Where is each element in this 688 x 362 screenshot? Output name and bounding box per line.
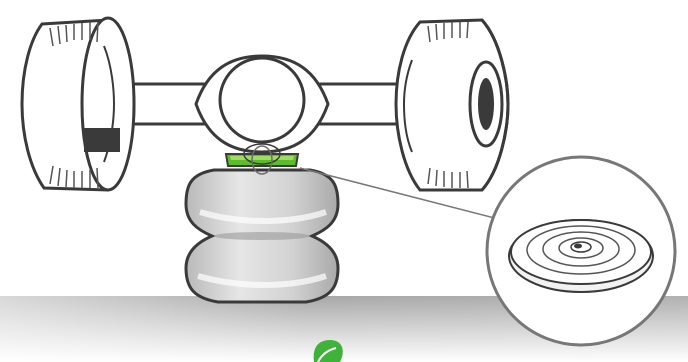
detail-callout — [487, 157, 675, 345]
left-wheel — [22, 18, 134, 190]
right-wheel — [396, 20, 508, 190]
differential-housing — [196, 56, 328, 152]
air-spring-bellows — [186, 170, 338, 302]
